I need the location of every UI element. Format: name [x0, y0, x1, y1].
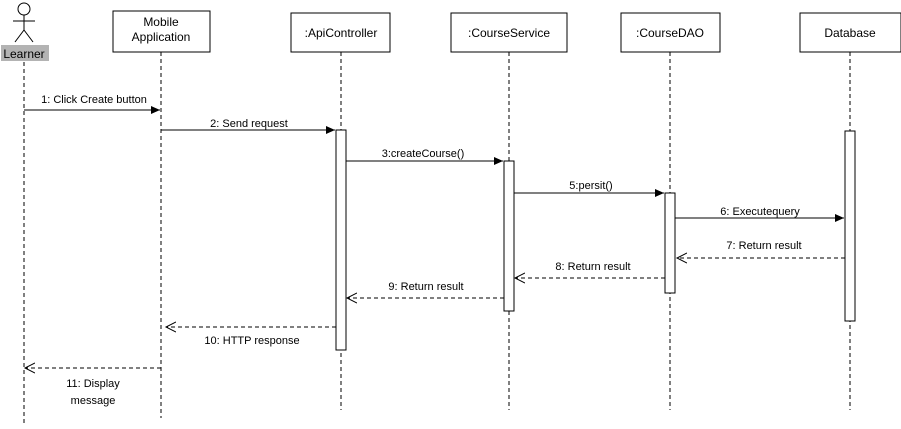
participant-label-api: :ApiController: [305, 26, 378, 40]
message-label-5: 5:persit(): [569, 180, 612, 192]
message-label-9: 9: Return result: [388, 281, 463, 293]
participant-label-service: :CourseService: [468, 26, 550, 40]
message-labels: 1: Click Create button 2: Send request 3…: [41, 94, 801, 407]
message-label-10: 10: HTTP response: [204, 335, 299, 347]
message-label-11-line1: 11: Display: [66, 378, 120, 390]
participant-label-mobile-line1: Mobile: [143, 15, 179, 29]
message-arrows: [24, 106, 845, 368]
message-label-2: 2: Send request: [210, 118, 288, 130]
activation-bar-api: [335, 129, 347, 351]
actor-head: [17, 2, 31, 16]
actor-label-background: [1, 45, 49, 61]
participant-label-dao: :CourseDAO: [636, 26, 704, 40]
activation-bar-dao: [664, 192, 676, 294]
participant-label-mobile-line2: Application: [132, 30, 191, 44]
activation-bar-service: [503, 160, 515, 312]
participant-boxes: [112, 10, 901, 53]
message-label-7: 7: Return result: [726, 240, 801, 252]
participant-box-mobile: [112, 10, 211, 53]
message-label-1: 1: Click Create button: [41, 94, 147, 106]
message-label-8: 8: Return result: [555, 261, 630, 273]
participant-label-db: Database: [824, 26, 876, 40]
message-label-3: 3:createCourse(): [382, 148, 465, 160]
actor-label-learner: Learner: [3, 47, 44, 61]
message-label-6: 6: Executequery: [720, 206, 800, 218]
lifelines: [23, 52, 851, 426]
actor-right-leg: [23, 29, 34, 43]
activation-bar-db: [844, 130, 856, 322]
activation-bars: [335, 129, 856, 351]
message-label-11-line2: message: [71, 395, 116, 407]
participant-box-service: [450, 12, 568, 53]
participant-box-dao: [620, 12, 721, 53]
participant-box-api: [290, 12, 391, 53]
participant-box-db: [799, 12, 901, 53]
actor-left-leg: [14, 29, 25, 43]
actor-learner: [13, 2, 35, 43]
